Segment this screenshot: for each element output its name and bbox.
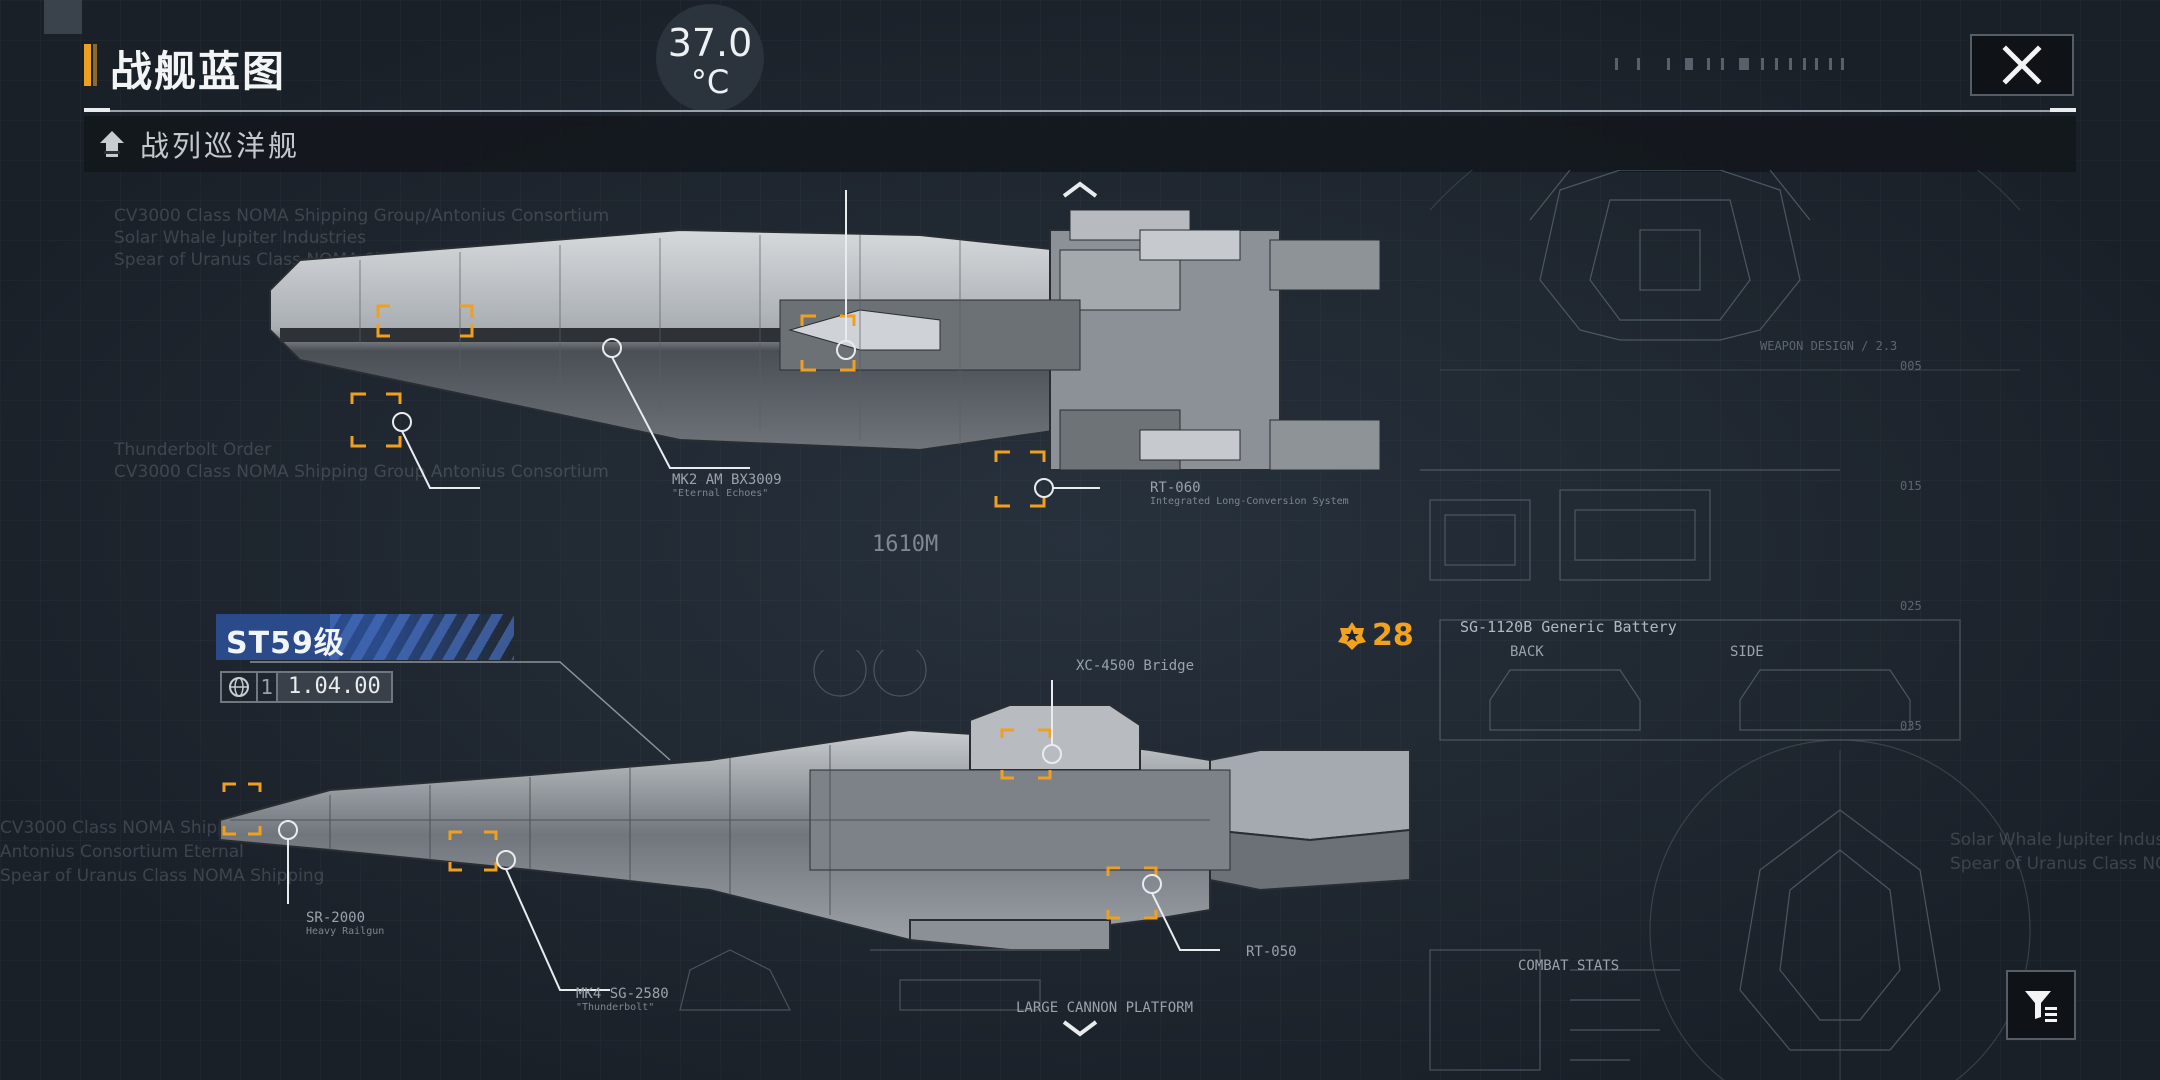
bg-text: CV3000 Class NOMA Shipping Group/Antoniu… xyxy=(114,206,610,226)
callout-desc: Integrated Long-Conversion System xyxy=(1150,496,1349,507)
page-title: 战舰蓝图 xyxy=(110,47,287,96)
combat-stats-label: COMBAT STATS xyxy=(1518,958,1620,974)
svg-text:035: 035 xyxy=(1900,719,1922,733)
callout-top-2: RT-060 Integrated Long-Conversion System xyxy=(1150,480,1349,507)
ship-length-label: 1610M xyxy=(872,532,939,557)
divider-cap-right xyxy=(2050,108,2076,112)
globe-icon xyxy=(222,673,256,701)
filter-icon xyxy=(2025,991,2057,1022)
filter-button[interactable] xyxy=(2006,970,2076,1040)
battery-label: SG-1120B Generic Battery xyxy=(1460,618,1677,636)
callout-bottom-2: SR-2000 Heavy Railgun xyxy=(306,910,384,937)
rank-icon xyxy=(1338,621,1366,650)
class-badge-stripes xyxy=(330,614,514,660)
rank-value: 28 xyxy=(1372,618,1414,653)
scroll-up-button[interactable] xyxy=(1060,178,1100,200)
ship-type-icon xyxy=(100,131,124,157)
header-divider xyxy=(84,110,2076,112)
bg-text: CV3000 Class NOMA Shipping Group Antoniu… xyxy=(114,462,609,482)
callout-desc: Heavy Railgun xyxy=(306,926,385,937)
temperature-indicator: 37.0 °C xyxy=(656,4,764,112)
temperature-value: 37.0 xyxy=(667,21,753,65)
chevron-down-icon xyxy=(1062,1020,1098,1037)
version-index: 1 xyxy=(256,673,278,701)
ship-type-bar: 战列巡洋舰 xyxy=(84,116,2076,172)
version-value: 1.04.00 xyxy=(278,673,391,701)
callout-desc: "Thunderbolt" xyxy=(576,1002,655,1013)
header-tick-decoration xyxy=(1615,58,1844,70)
battery-side-label: SIDE xyxy=(1730,644,1764,660)
bg-text: Spear of Uranus Class NOMA Shipping xyxy=(0,866,325,886)
rank-badge: 28 xyxy=(1336,618,1414,653)
chevron-up-icon xyxy=(1062,181,1098,198)
bg-text: Solar Whale Jupiter Industries xyxy=(1950,830,2160,850)
svg-text:015: 015 xyxy=(1900,479,1922,493)
callout-bottom-4: RT-050 xyxy=(1246,944,1297,960)
title-accent-bar xyxy=(84,44,91,86)
bg-text: Solar Whale Jupiter Industries xyxy=(114,228,367,248)
callout-code: XC-4500 Bridge xyxy=(1076,658,1195,674)
title-accent-bar-secondary xyxy=(93,44,97,86)
callout-bottom-1: XC-4500 Bridge xyxy=(1076,658,1194,674)
ship-type-label: 战列巡洋舰 xyxy=(140,129,301,163)
close-button[interactable] xyxy=(1970,34,2074,96)
callout-code: RT-050 xyxy=(1246,944,1297,960)
svg-text:005: 005 xyxy=(1900,359,1922,373)
callout-top-1: MK2 AM BX3009 "Eternal Echoes" xyxy=(672,472,782,499)
callout-bottom-3: MK4 SG-2580 "Thunderbolt" xyxy=(576,986,669,1013)
platform-label: LARGE CANNON PLATFORM xyxy=(1016,1000,1194,1016)
temperature-unit: °C xyxy=(690,63,730,101)
callout-code: SR-2000 xyxy=(306,910,366,926)
close-icon xyxy=(2002,45,2042,85)
callout-code: MK2 AM BX3009 xyxy=(672,472,782,488)
ship-class-label: ST59级 xyxy=(226,626,345,661)
svg-text:WEAPON DESIGN / 2.3: WEAPON DESIGN / 2.3 xyxy=(1760,339,1897,353)
scroll-down-button[interactable] xyxy=(1060,1018,1100,1040)
bg-text: CV3000 Class NOMA Shipping xyxy=(0,818,255,838)
bg-text: Thunderbolt Order xyxy=(114,440,272,460)
blueprint-line-art-right: 005 015 025 035 WEAPON DESIGN / 2.3 xyxy=(1420,170,2031,1080)
bg-text: Antonius Consortium Eternal xyxy=(0,842,244,862)
battery-back-label: BACK xyxy=(1510,644,1544,660)
svg-text:025: 025 xyxy=(1900,599,1922,613)
bg-text: Spear of Uranus Class NOMA xyxy=(1950,854,2160,874)
callout-code: MK4 SG-2580 xyxy=(576,986,669,1002)
callout-desc: "Eternal Echoes" xyxy=(672,488,769,499)
divider-cap-left xyxy=(84,108,110,112)
corner-decoration xyxy=(44,0,82,34)
bottom-ship-image xyxy=(219,650,1411,1011)
top-ship-image xyxy=(269,190,1381,508)
callout-code: RT-060 xyxy=(1150,480,1201,496)
version-box: 1 1.04.00 xyxy=(220,671,393,703)
